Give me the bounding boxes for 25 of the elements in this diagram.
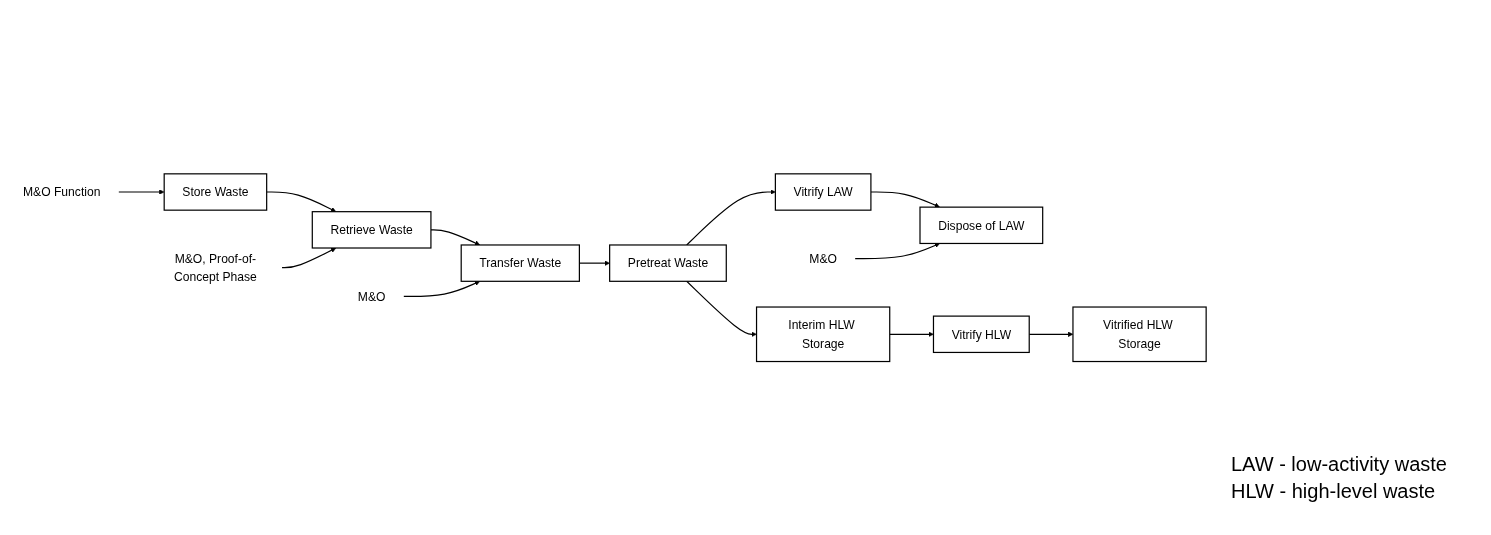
node-text: M&O Function bbox=[23, 185, 101, 199]
arrow bbox=[281, 247, 337, 269]
node-box: Vitrify HLW bbox=[932, 315, 1030, 353]
abbreviation-note: LAW - low-activity waste bbox=[1231, 453, 1448, 476]
arrow bbox=[266, 191, 337, 212]
arrow bbox=[686, 280, 757, 337]
node-text: M&O, Proof-of-Concept Phase bbox=[174, 251, 257, 284]
node-box: Interim HLW Storage bbox=[755, 306, 891, 362]
node-box: Store Waste bbox=[163, 173, 268, 211]
abbreviation-note: HLW - high-level waste bbox=[1231, 480, 1437, 503]
arrow bbox=[889, 331, 934, 337]
arrow bbox=[854, 242, 940, 259]
node-box: Vitrified HLW Storage bbox=[1072, 306, 1207, 362]
node-text: M&O bbox=[809, 251, 837, 266]
arrow bbox=[430, 229, 481, 246]
arrow bbox=[870, 191, 940, 208]
arrow bbox=[686, 189, 776, 246]
node-box: Transfer Waste bbox=[460, 244, 580, 282]
node-box: Pretreat Waste bbox=[609, 244, 727, 282]
arrow bbox=[117, 189, 165, 195]
node-box: Retrieve Waste bbox=[311, 210, 432, 249]
node-box: Dispose of LAW bbox=[919, 206, 1044, 244]
arrow bbox=[402, 280, 481, 297]
node-text: M&O bbox=[357, 289, 386, 303]
node-box: Vitrify LAW bbox=[774, 173, 872, 211]
